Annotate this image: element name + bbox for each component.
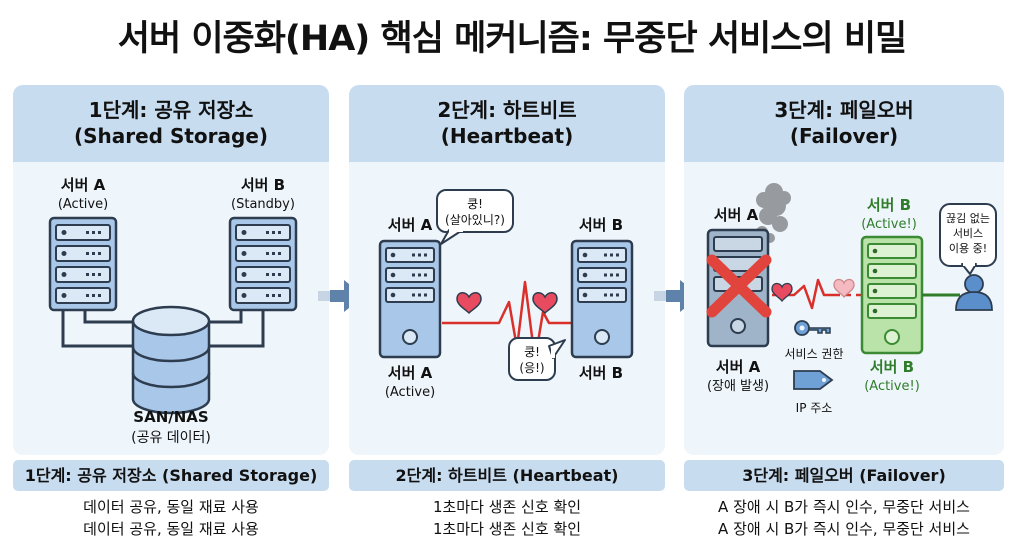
key-label: 서비스 권한 — [784, 347, 843, 361]
bubble-top-line2: (살아있니?) — [445, 213, 505, 227]
server-b-icon — [570, 239, 634, 359]
server-a-bottom-label: 서버 A — [716, 358, 761, 376]
server-b-top-role: (Active!) — [861, 217, 917, 232]
footer-line: A 장애 시 B가 즉시 인수, 무중단 서비스 — [718, 498, 970, 516]
panel-failover: 3단계: 페일오버 (Failover) 서버 A 서버 B (Active!) — [684, 85, 1004, 455]
footer-line: A 장애 시 B가 즉시 인수, 무중단 서비스 — [718, 520, 970, 538]
storage-connection-lines — [61, 310, 265, 348]
panel-header-line1: 1단계: 공유 저장소 — [88, 98, 254, 122]
footer-text-failover: A 장애 시 B가 즉시 인수, 무중단 서비스 A 장애 시 B가 즉시 인수… — [684, 496, 1004, 540]
heartbeat-line-failing — [772, 278, 834, 310]
key-icon — [794, 320, 831, 336]
failure-x-icon — [706, 254, 772, 318]
user-icon — [955, 274, 993, 311]
user-bubble-line3: 이용 중! — [949, 242, 987, 255]
server-a-label: 서버 A — [61, 176, 106, 194]
shared-storage-diagram: 서버 A (Active) 서버 B (Standby) — [48, 176, 298, 446]
panel-shared-storage: 1단계: 공유 저장소 (Shared Storage) 서버 A (Activ… — [13, 85, 329, 455]
speech-bubble-bottom: 쿵! (응!) — [508, 337, 566, 381]
server-b-icon — [228, 216, 298, 312]
bubble-top-line1: 쿵! — [467, 197, 483, 211]
panel-header: 3단계: 페일오버 (Failover) — [684, 85, 1004, 162]
page-title: 서버 이중화(HA) 핵심 메커니즘: 무중단 서비스의 비밀 — [117, 19, 907, 59]
server-a-label: 서버 A — [714, 206, 759, 224]
heart-icon — [456, 292, 482, 315]
footer-text-heartbeat: 1초마다 생존 신호 확인 1초마다 생존 신호 확인 — [349, 496, 665, 540]
tag-icon — [793, 370, 834, 390]
footer-line: 1초마다 생존 신호 확인 — [432, 498, 582, 516]
panel-header-line1: 2단계: 하트비트 — [437, 98, 577, 122]
panel-header: 2단계: 하트비트 (Heartbeat) — [349, 85, 665, 162]
panel-heartbeat: 2단계: 하트비트 (Heartbeat) 쿵! (살아있니?) 서버 A 서버… — [349, 85, 665, 455]
bubble-bottom-line1: 쿵! — [524, 345, 540, 359]
panel-header-line2: (Failover) — [789, 124, 899, 148]
footer-text-shared-storage: 데이터 공유, 동일 재료 사용 데이터 공유, 동일 재료 사용 — [13, 496, 329, 540]
storage-label: SAN/NAS — [133, 408, 208, 426]
server-b-icon — [860, 235, 924, 355]
storage-description: (공유 데이터) — [131, 430, 211, 446]
server-b-bottom-label: 서버 B — [579, 364, 623, 382]
tag-label: IP 주소 — [796, 401, 833, 415]
server-b-role: (Standby) — [231, 197, 295, 212]
server-b-label: 서버 B — [579, 216, 623, 234]
footer-line: 데이터 공유, 동일 재료 사용 — [83, 498, 259, 516]
user-speech-bubble: 끊김 없는 서비스 이용 중! — [939, 203, 997, 275]
bubble-bottom-line2: (응!) — [519, 361, 544, 375]
server-b-label: 서버 B — [241, 176, 285, 194]
panel-header-line2: (Heartbeat) — [440, 124, 574, 148]
server-a-role: (Active) — [58, 197, 108, 212]
footer-line: 데이터 공유, 동일 재료 사용 — [83, 520, 259, 538]
heart-icon — [532, 292, 558, 315]
database-icon — [131, 305, 211, 415]
server-b-bottom-label: 서버 B — [870, 358, 914, 376]
panel-header-line1: 3단계: 페일오버 — [774, 98, 914, 122]
server-b-bottom-role: (Active!) — [864, 379, 920, 394]
server-b-label: 서버 B — [867, 196, 911, 214]
server-a-role: (Active) — [385, 385, 435, 400]
footer-title-heartbeat: 2단계: 하트비트 (Heartbeat) — [349, 460, 665, 491]
speech-bubble-top: 쿵! (살아있니?) — [436, 189, 514, 245]
panel-header: 1단계: 공유 저장소 (Shared Storage) — [13, 85, 329, 162]
heartbeat-line — [442, 280, 573, 362]
server-a-status: (장애 발생) — [707, 379, 769, 394]
heart-faded-icon — [833, 278, 855, 299]
server-a-bottom-label: 서버 A — [388, 364, 433, 382]
server-a-icon — [48, 216, 118, 312]
heartbeat-diagram: 쿵! (살아있니?) 서버 A 서버 B — [378, 189, 634, 400]
footer-line: 1초마다 생존 신호 확인 — [432, 520, 582, 538]
footer-title-failover: 3단계: 페일오버 (Failover) — [684, 460, 1004, 491]
failover-diagram: 서버 A 서버 B (Active!) — [706, 183, 997, 415]
user-bubble-line2: 서비스 — [953, 227, 983, 240]
footer-title-shared-storage: 1단계: 공유 저장소 (Shared Storage) — [13, 460, 329, 491]
panel-header-line2: (Shared Storage) — [73, 124, 269, 148]
server-a-icon — [378, 239, 442, 359]
heart-icon — [771, 282, 793, 303]
server-a-label: 서버 A — [388, 216, 433, 234]
user-bubble-line1: 끊김 없는 — [946, 212, 990, 225]
